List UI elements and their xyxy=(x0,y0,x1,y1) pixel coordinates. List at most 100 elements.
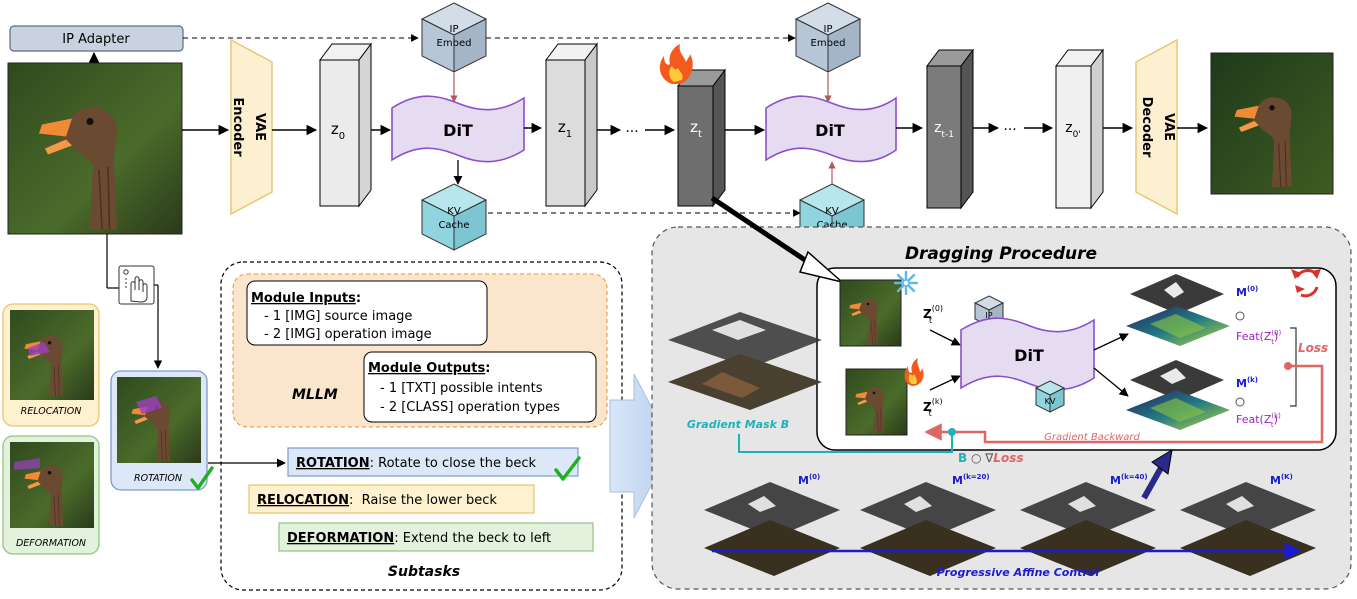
b-loss-loss: Loss xyxy=(993,451,1023,465)
featk-sub: t xyxy=(1271,421,1274,429)
latent-z0-prime: z0' xyxy=(1055,48,1104,210)
dit-block-1: DiT xyxy=(391,95,525,163)
module-outputs-box: Module Outputs: - 1 [TXT] possible inten… xyxy=(363,351,597,423)
svg-text:VAEDecoder: VAEDecoder xyxy=(1139,97,1176,158)
dragging-panel: Dragging Procedure Gradient Mask B Z(0)t xyxy=(651,195,1352,590)
svg-text:Feat(Z(0)t): Feat(Z(0)t) xyxy=(1236,329,1282,346)
stage1-sup: (k=20) xyxy=(963,473,990,481)
fire-icon-small xyxy=(904,358,924,386)
progressive-stage-2: M(k=40) xyxy=(1020,473,1156,576)
dots-2: ··· xyxy=(1003,122,1016,138)
module-outputs-title: Module Outputs: xyxy=(368,361,490,376)
mk-sup: (k) xyxy=(1247,376,1258,384)
module-inputs-box: Module Inputs: - 1 [IMG] source image - … xyxy=(246,280,488,346)
dit-block-2: DiT xyxy=(765,95,897,163)
svg-text:M(k=20): M(k=20) xyxy=(952,473,990,487)
zt0-sup: (0) xyxy=(932,304,943,313)
zt-sub: t xyxy=(698,129,702,140)
ip-cube-small-label: IP xyxy=(985,311,992,320)
latent-z0: z0 xyxy=(319,42,372,208)
fire-icon xyxy=(659,44,693,84)
progressive-stage-3: M(K) xyxy=(1180,473,1316,576)
deformation-card: DEFORMATION xyxy=(2,435,100,555)
zt-base: z xyxy=(690,118,698,136)
task-relocation: RELOCATION: Raise the lower beck xyxy=(248,484,535,514)
latent-zt: zt xyxy=(677,68,726,208)
drag-hand-icon xyxy=(118,265,155,305)
dit-2-label: DiT xyxy=(815,121,845,140)
deformation-label: DEFORMATION xyxy=(16,538,86,549)
zt1-base: z xyxy=(934,120,941,136)
vae-encoder: VAEEncoder xyxy=(230,38,273,216)
svg-text:Z(0)t: Z(0)t xyxy=(923,304,943,325)
ztk-image xyxy=(845,358,924,436)
task-deformation: DEFORMATION: Extend the beck to left xyxy=(278,522,594,552)
task-deformation-name: DEFORMATION xyxy=(287,531,394,546)
svg-text:z1: z1 xyxy=(558,118,572,140)
task-rotation-text: : Rotate to close the beck xyxy=(370,456,537,471)
module-output-2: - 2 [CLASS] operation types xyxy=(380,400,560,415)
latent-z1: z1 xyxy=(545,42,598,208)
latent-zt-1: zt-1 xyxy=(926,48,974,210)
vae-decoder-label-2: Decoder xyxy=(1139,97,1154,158)
svg-text:M(k=40): M(k=40) xyxy=(1110,473,1148,487)
kv-cube-small: KV xyxy=(1034,380,1066,413)
task-relocation-name: RELOCATION xyxy=(257,493,349,508)
stage2-sup: (k=40) xyxy=(1121,473,1148,481)
ip-adapter-box: IP Adapter xyxy=(9,25,184,52)
relocation-card: RELOCATION xyxy=(2,303,100,427)
svg-text:DEFORMATION: Extend the beck t: DEFORMATION: Extend the beck to left xyxy=(287,531,551,546)
stage3-base: M xyxy=(1270,474,1281,487)
subtasks-panel: Module Inputs: - 1 [IMG] source image - … xyxy=(220,261,623,591)
mk-base: M xyxy=(1236,377,1247,390)
zt0-base: Z xyxy=(923,307,932,321)
feat0-sup: (0) xyxy=(1271,329,1281,337)
m0-sup: (0) xyxy=(1247,285,1258,293)
dit-inner-label: DiT xyxy=(1014,346,1044,365)
vae-encoder-label-1: VAE xyxy=(252,113,267,141)
vae-decoder: VAEDecoder xyxy=(1135,38,1178,216)
stage1-base: M xyxy=(952,474,963,487)
rotation-check-icon xyxy=(190,466,214,490)
svg-text:Z(k)t: Z(k)t xyxy=(923,397,943,418)
b-loss-b: B xyxy=(958,451,967,465)
module-inputs-title: Module Inputs: xyxy=(251,291,361,306)
zt0-image xyxy=(839,270,919,347)
zt1-sub: t-1 xyxy=(941,130,954,140)
module-input-2: - 2 [IMG] operation image xyxy=(264,327,432,342)
dots-1: ··· xyxy=(625,124,638,140)
snowflake-icon xyxy=(893,270,919,296)
module-input-1: - 1 [IMG] source image xyxy=(264,309,412,324)
kv-cube-small-label: KV xyxy=(1045,397,1056,406)
stage0-sup: (0) xyxy=(809,473,820,481)
dit-block-inner: DiT xyxy=(960,317,1095,391)
progressive-stage-1: M(k=20) xyxy=(860,473,996,576)
dit-1-label: DiT xyxy=(443,121,473,140)
gradient-backward-label: Gradient Backward xyxy=(1044,432,1140,443)
kv-cache-2-line1: KV xyxy=(825,206,839,217)
progressive-label: Progressive Affine Control xyxy=(937,566,1100,579)
task-rotation-name: ROTATION xyxy=(296,456,370,471)
relocation-label: RELOCATION xyxy=(21,406,82,417)
rotation-label: ROTATION xyxy=(134,473,182,484)
rotate-arrows-icon xyxy=(1291,269,1321,298)
kv-cache-1-line1: KV xyxy=(447,206,461,217)
stage3-sup: (K) xyxy=(1281,473,1293,481)
z1-base: z xyxy=(558,118,566,136)
svg-text:M(0): M(0) xyxy=(798,473,820,487)
task-relocation-text: : Raise the lower beck xyxy=(349,493,497,508)
feat0-base: Feat(Z xyxy=(1236,330,1272,343)
b-loss-mid: ○ ∇ xyxy=(967,451,994,465)
stage2-base: M xyxy=(1110,474,1121,487)
svg-text:zt-1: zt-1 xyxy=(934,120,954,140)
feat0-close: ) xyxy=(1274,330,1278,343)
ip-embed-1-line2: Embed xyxy=(437,38,472,49)
progressive-stage-0: M(0) xyxy=(704,473,840,576)
z1-sub: 1 xyxy=(566,129,572,140)
svg-text:z0: z0 xyxy=(331,120,345,142)
feat0-sub: t xyxy=(1271,338,1274,346)
kv-cache-2-line2: Cache xyxy=(816,220,847,231)
